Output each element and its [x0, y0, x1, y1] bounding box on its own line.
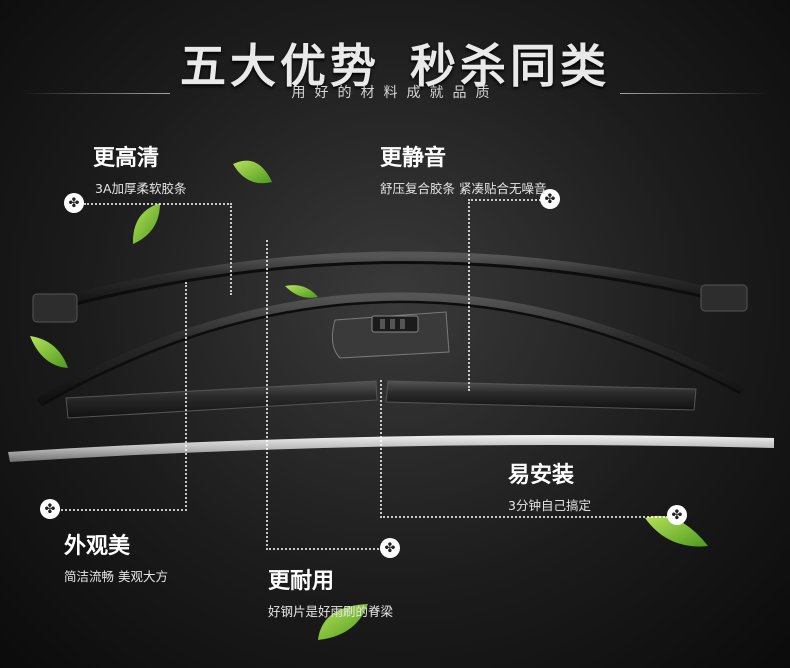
header-subtitle: 用好的材料成就品质	[291, 85, 499, 101]
title-right: 秒杀同类	[410, 39, 610, 93]
leaf-icon	[285, 285, 318, 298]
leaf-icon	[233, 160, 272, 184]
feature-durable: 更耐用 好钢片是好雨刷的脊梁	[268, 563, 393, 620]
feature-looks-desc: 简洁流畅 美观大方	[64, 569, 168, 584]
callout-line-looks	[58, 282, 187, 511]
leaf-icon	[318, 604, 368, 640]
feature-quiet-desc: 舒压复合胶条 紧凑贴合无噪音	[380, 181, 547, 196]
clover-icon: ✤	[40, 499, 60, 519]
callout-line-install	[380, 380, 668, 518]
header-rule-left	[20, 93, 170, 94]
callout-line-durable	[266, 240, 382, 550]
callout-line-quiet	[468, 199, 544, 391]
leaf-icon	[30, 336, 68, 368]
feature-looks-title: 外观美	[64, 534, 131, 559]
feature-install-desc: 3分钟自己搞定	[508, 498, 591, 513]
rubber-strip	[65, 380, 697, 419]
clover-icon: ✤	[540, 189, 560, 209]
blade-middle	[37, 292, 745, 407]
clover-icon: ✤	[380, 538, 400, 558]
feature-durable-desc: 好钢片是好雨刷的脊梁	[268, 604, 394, 619]
clover-icon: ✤	[64, 193, 84, 213]
header-title: 五大优势秒杀同类	[0, 30, 790, 96]
feature-quiet-title: 更静音	[380, 146, 447, 171]
clover-icon: ✤	[667, 505, 687, 525]
feature-install: 易安装 3分钟自己搞定	[508, 457, 591, 514]
feature-clear-title: 更高清	[93, 146, 160, 171]
callout-line-clear	[84, 203, 232, 295]
end-cap-right	[700, 284, 748, 312]
feature-install-title: 易安装	[508, 463, 575, 488]
blade-top	[32, 251, 748, 323]
feature-durable-title: 更耐用	[268, 569, 335, 594]
feature-clear: 更高清 3A加厚柔软胶条	[93, 140, 187, 197]
leaf-icon	[132, 203, 160, 244]
end-cap-left	[32, 293, 78, 323]
feature-quiet: 更静音 舒压复合胶条 紧凑贴合无噪音	[380, 140, 546, 197]
adapter-connector	[331, 311, 450, 359]
header-rule-right	[620, 93, 770, 94]
feature-clear-desc: 3A加厚柔软胶条	[95, 181, 187, 196]
steel-spine	[8, 435, 774, 462]
title-left: 五大优势	[180, 39, 380, 93]
feature-looks: 外观美 简洁流畅 美观大方	[64, 528, 168, 585]
leaf-icon	[645, 515, 708, 547]
